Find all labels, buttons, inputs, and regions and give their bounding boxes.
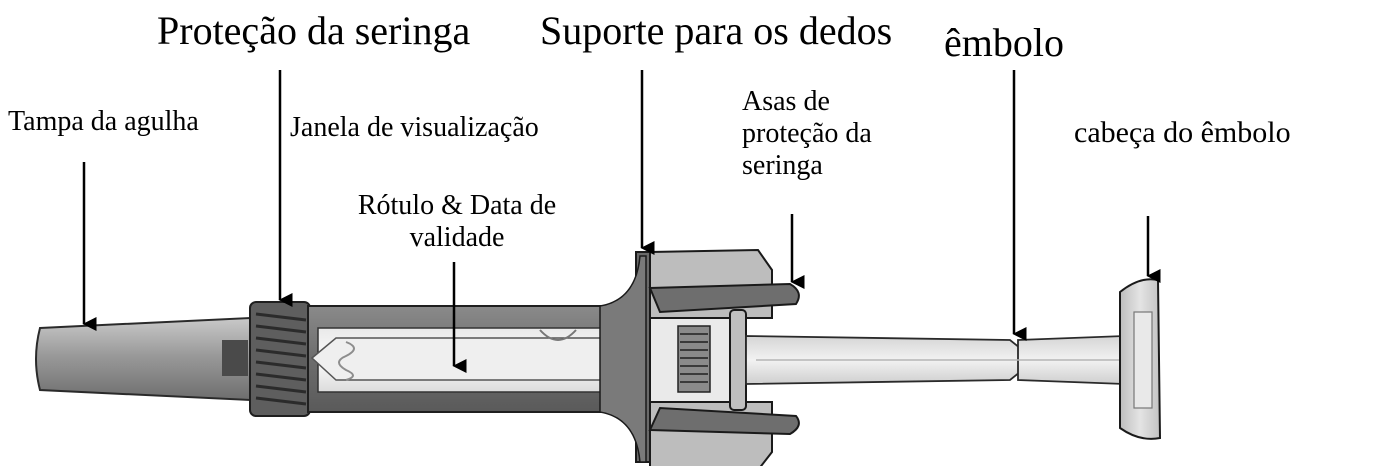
label-finger-grip: Suporte para os dedos xyxy=(540,8,893,53)
label-guard-wings: Asas de proteção da seringa xyxy=(742,86,872,183)
finger-grip xyxy=(599,251,651,463)
leader-arrows xyxy=(82,70,1161,373)
label-guard-wings-line-2: proteção da xyxy=(742,118,872,150)
plunger-stopper xyxy=(649,309,747,411)
syringe-guard-body xyxy=(307,305,649,413)
guard-wings xyxy=(648,248,800,466)
label-label-expiry: Rótulo & Data de validade xyxy=(322,190,592,254)
label-guard-wings-line-1: Asas de xyxy=(742,86,830,117)
label-needle-cap: Tampa da agulha xyxy=(8,106,199,137)
plunger-rod xyxy=(745,335,1125,385)
label-label-expiry-line-2: validade xyxy=(409,222,505,254)
label-label-expiry-line-1: Rótulo & Data de xyxy=(357,190,557,221)
label-plunger: êmbolo xyxy=(944,20,1064,65)
label-guard-wings-line-3: seringa xyxy=(742,150,823,182)
label-syringe-guard: Proteção da seringa xyxy=(157,8,471,53)
label-plunger-head: cabeça do êmbolo xyxy=(1074,116,1291,149)
syringe-guard-collar xyxy=(249,301,311,417)
label-viewing-window: Janela de visualização xyxy=(290,112,539,143)
needle-cap xyxy=(35,316,251,402)
plunger-head xyxy=(1119,278,1162,440)
